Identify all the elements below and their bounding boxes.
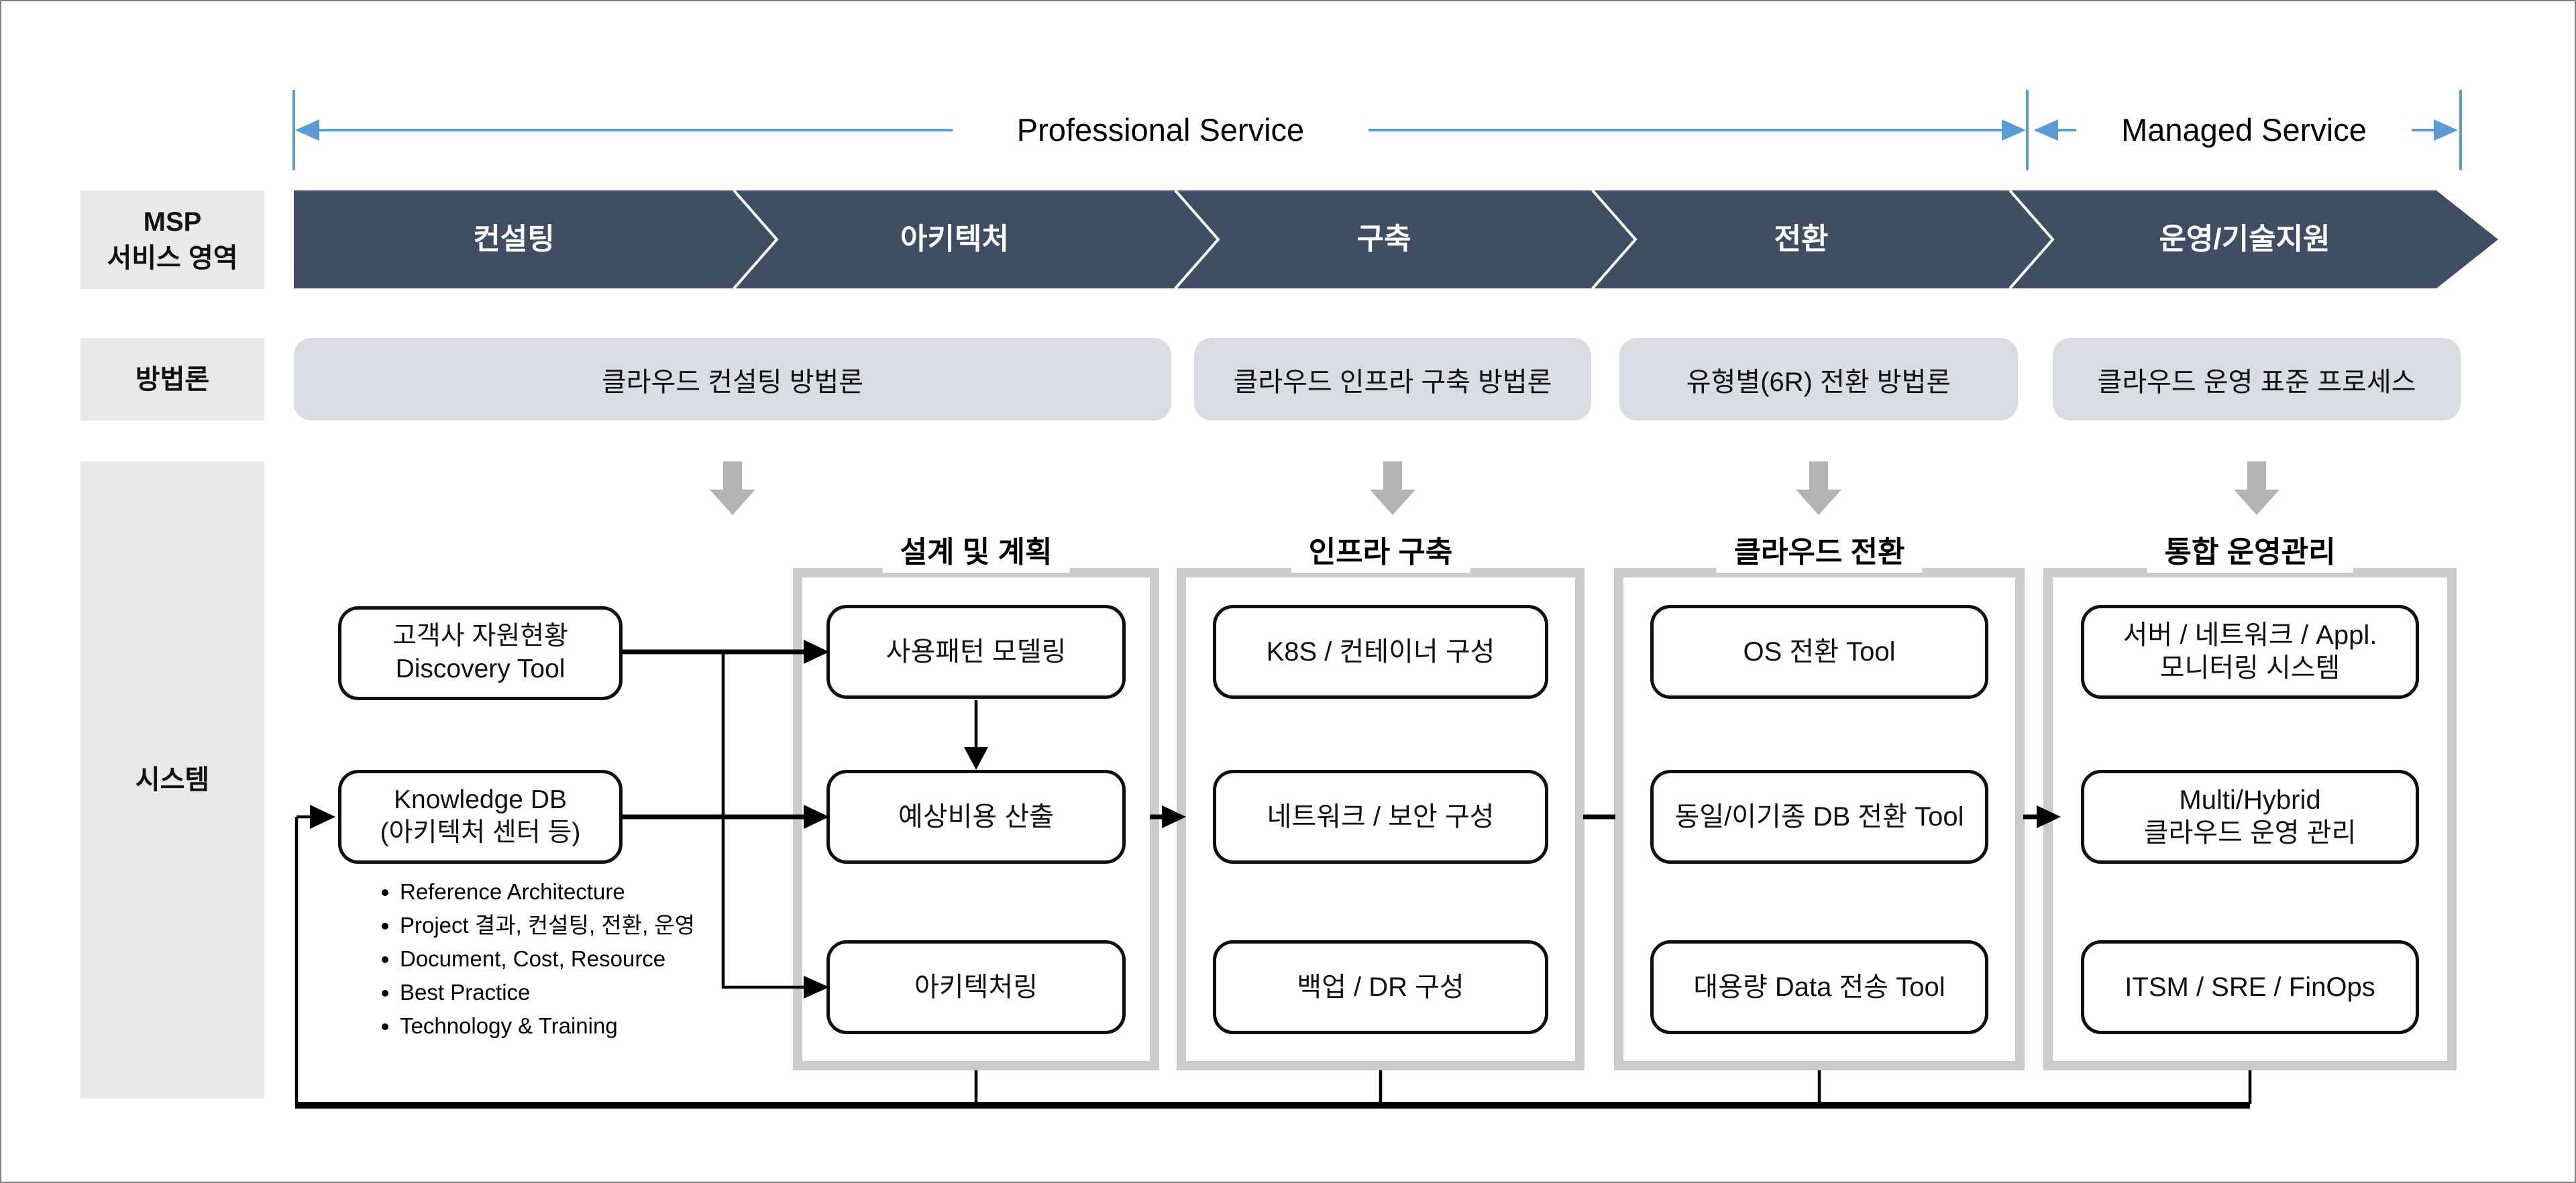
methodology-operation-process: 클라우드 운영 표준 프로세스 [2053,338,2461,420]
managed-service-label: Managed Service [2076,101,2412,160]
box-monitoring-system: 서버 / 네트워크 / Appl. 모니터링 시스템 [2081,605,2419,699]
down-arrow-icon [710,461,755,515]
group-title: 통합 운영관리 [2147,532,2353,573]
box-os-migration-tool: OS 전환 Tool [1650,605,1988,699]
row-label-system: 시스템 [80,461,264,1098]
row-label-methodology: 방법론 [80,338,264,420]
box-itsm-sre-finops: ITSM / SRE / FinOps [2081,940,2419,1034]
box-backup-dr: 백업 / DR 구성 [1213,940,1548,1034]
box-db-migration-tool: 동일/이기종 DB 전환 Tool [1650,770,1988,864]
monitoring-line2: 모니터링 시스템 [2159,653,2341,683]
knowledge-db-box: Knowledge DB (아키텍처 센터 등) [338,770,623,864]
discovery-line2: Discovery Tool [395,655,566,683]
box-network-security: 네트워크 / 보안 구성 [1213,770,1548,864]
group-title: 클라우드 전환 [1716,532,1923,573]
row-label-msp-service-area: MSP 서비스 영역 [80,190,264,289]
group-integrated-operation: 통합 운영관리 [2043,532,2457,1070]
knowledge-db-line1: Knowledge DB [394,785,567,815]
methodology-infra-build: 클라우드 인프라 구축 방법론 [1194,338,1591,420]
box-k8s-container: K8S / 컨테이너 구성 [1213,605,1548,699]
box-usage-pattern-modeling: 사용패턴 모델링 [826,605,1126,699]
methodology-down-arrows [710,461,2279,515]
knowledge-db-line2: (아키텍처 센터 등) [380,818,581,847]
knowledge-item: Reference Architecture [400,877,825,907]
professional-right-arrowhead-icon [2002,119,2026,141]
multihybrid-line2: 클라우드 운영 관리 [2143,818,2357,848]
discovery-tool-box: 고객사 자원현황 Discovery Tool [338,606,623,700]
knowledge-item: Best Practice [400,978,825,1008]
managed-left-arrowhead-icon [2034,119,2058,141]
box-architecturing: 아키텍처링 [826,940,1126,1034]
discovery-line1: 고객사 자원현황 [392,622,568,651]
group-cloud-migration: 클라우드 전환 [1614,532,2025,1070]
arrowhead-icon [310,805,335,829]
chevron-consulting: 컨설팅 [473,223,555,256]
monitoring-line1: 서버 / 네트워크 / Appl. [2123,620,2377,651]
professional-left-arrowhead-icon [295,119,319,141]
down-arrow-icon [2234,461,2279,515]
msp-label-line1: MSP [143,207,202,237]
down-arrow-icon [1370,461,1415,515]
chevron-architecture: 아키텍처 [900,223,1009,256]
box-multi-hybrid-operation: Multi/Hybrid 클라우드 운영 관리 [2081,770,2419,864]
knowledge-item: Document, Cost, Resource [400,944,825,974]
managed-right-arrowhead-icon [2434,119,2458,141]
group-title: 설계 및 계획 [882,532,1070,573]
box-cost-estimation: 예상비용 산출 [826,770,1126,864]
system-label-text: 시스템 [135,765,210,795]
professional-service-label: Professional Service [953,101,1368,160]
knowledge-item: Project 결과, 컨설팅, 전환, 운영 [400,911,825,941]
down-arrow-icon [1796,461,1841,515]
chevron-build: 구축 [1356,223,1411,256]
chevron-operation-support: 운영/기술지원 [2159,223,2330,256]
knowledge-db-items: Reference Architecture Project 결과, 컨설팅, … [369,877,825,1044]
msp-label-line2: 서비스 영역 [107,243,238,273]
box-data-transfer-tool: 대용량 Data 전송 Tool [1650,940,1988,1034]
chevron-migration: 전환 [1774,223,1829,256]
methodology-consulting: 클라우드 컨설팅 방법론 [294,338,1171,420]
multihybrid-line1: Multi/Hybrid [2179,785,2321,815]
knowledge-item: Technology & Training [400,1011,825,1041]
group-title: 인프라 구축 [1291,532,1470,573]
methodology-6r-migration: 유형별(6R) 전환 방법론 [1619,338,2018,420]
methodology-label-text: 방법론 [135,364,210,394]
